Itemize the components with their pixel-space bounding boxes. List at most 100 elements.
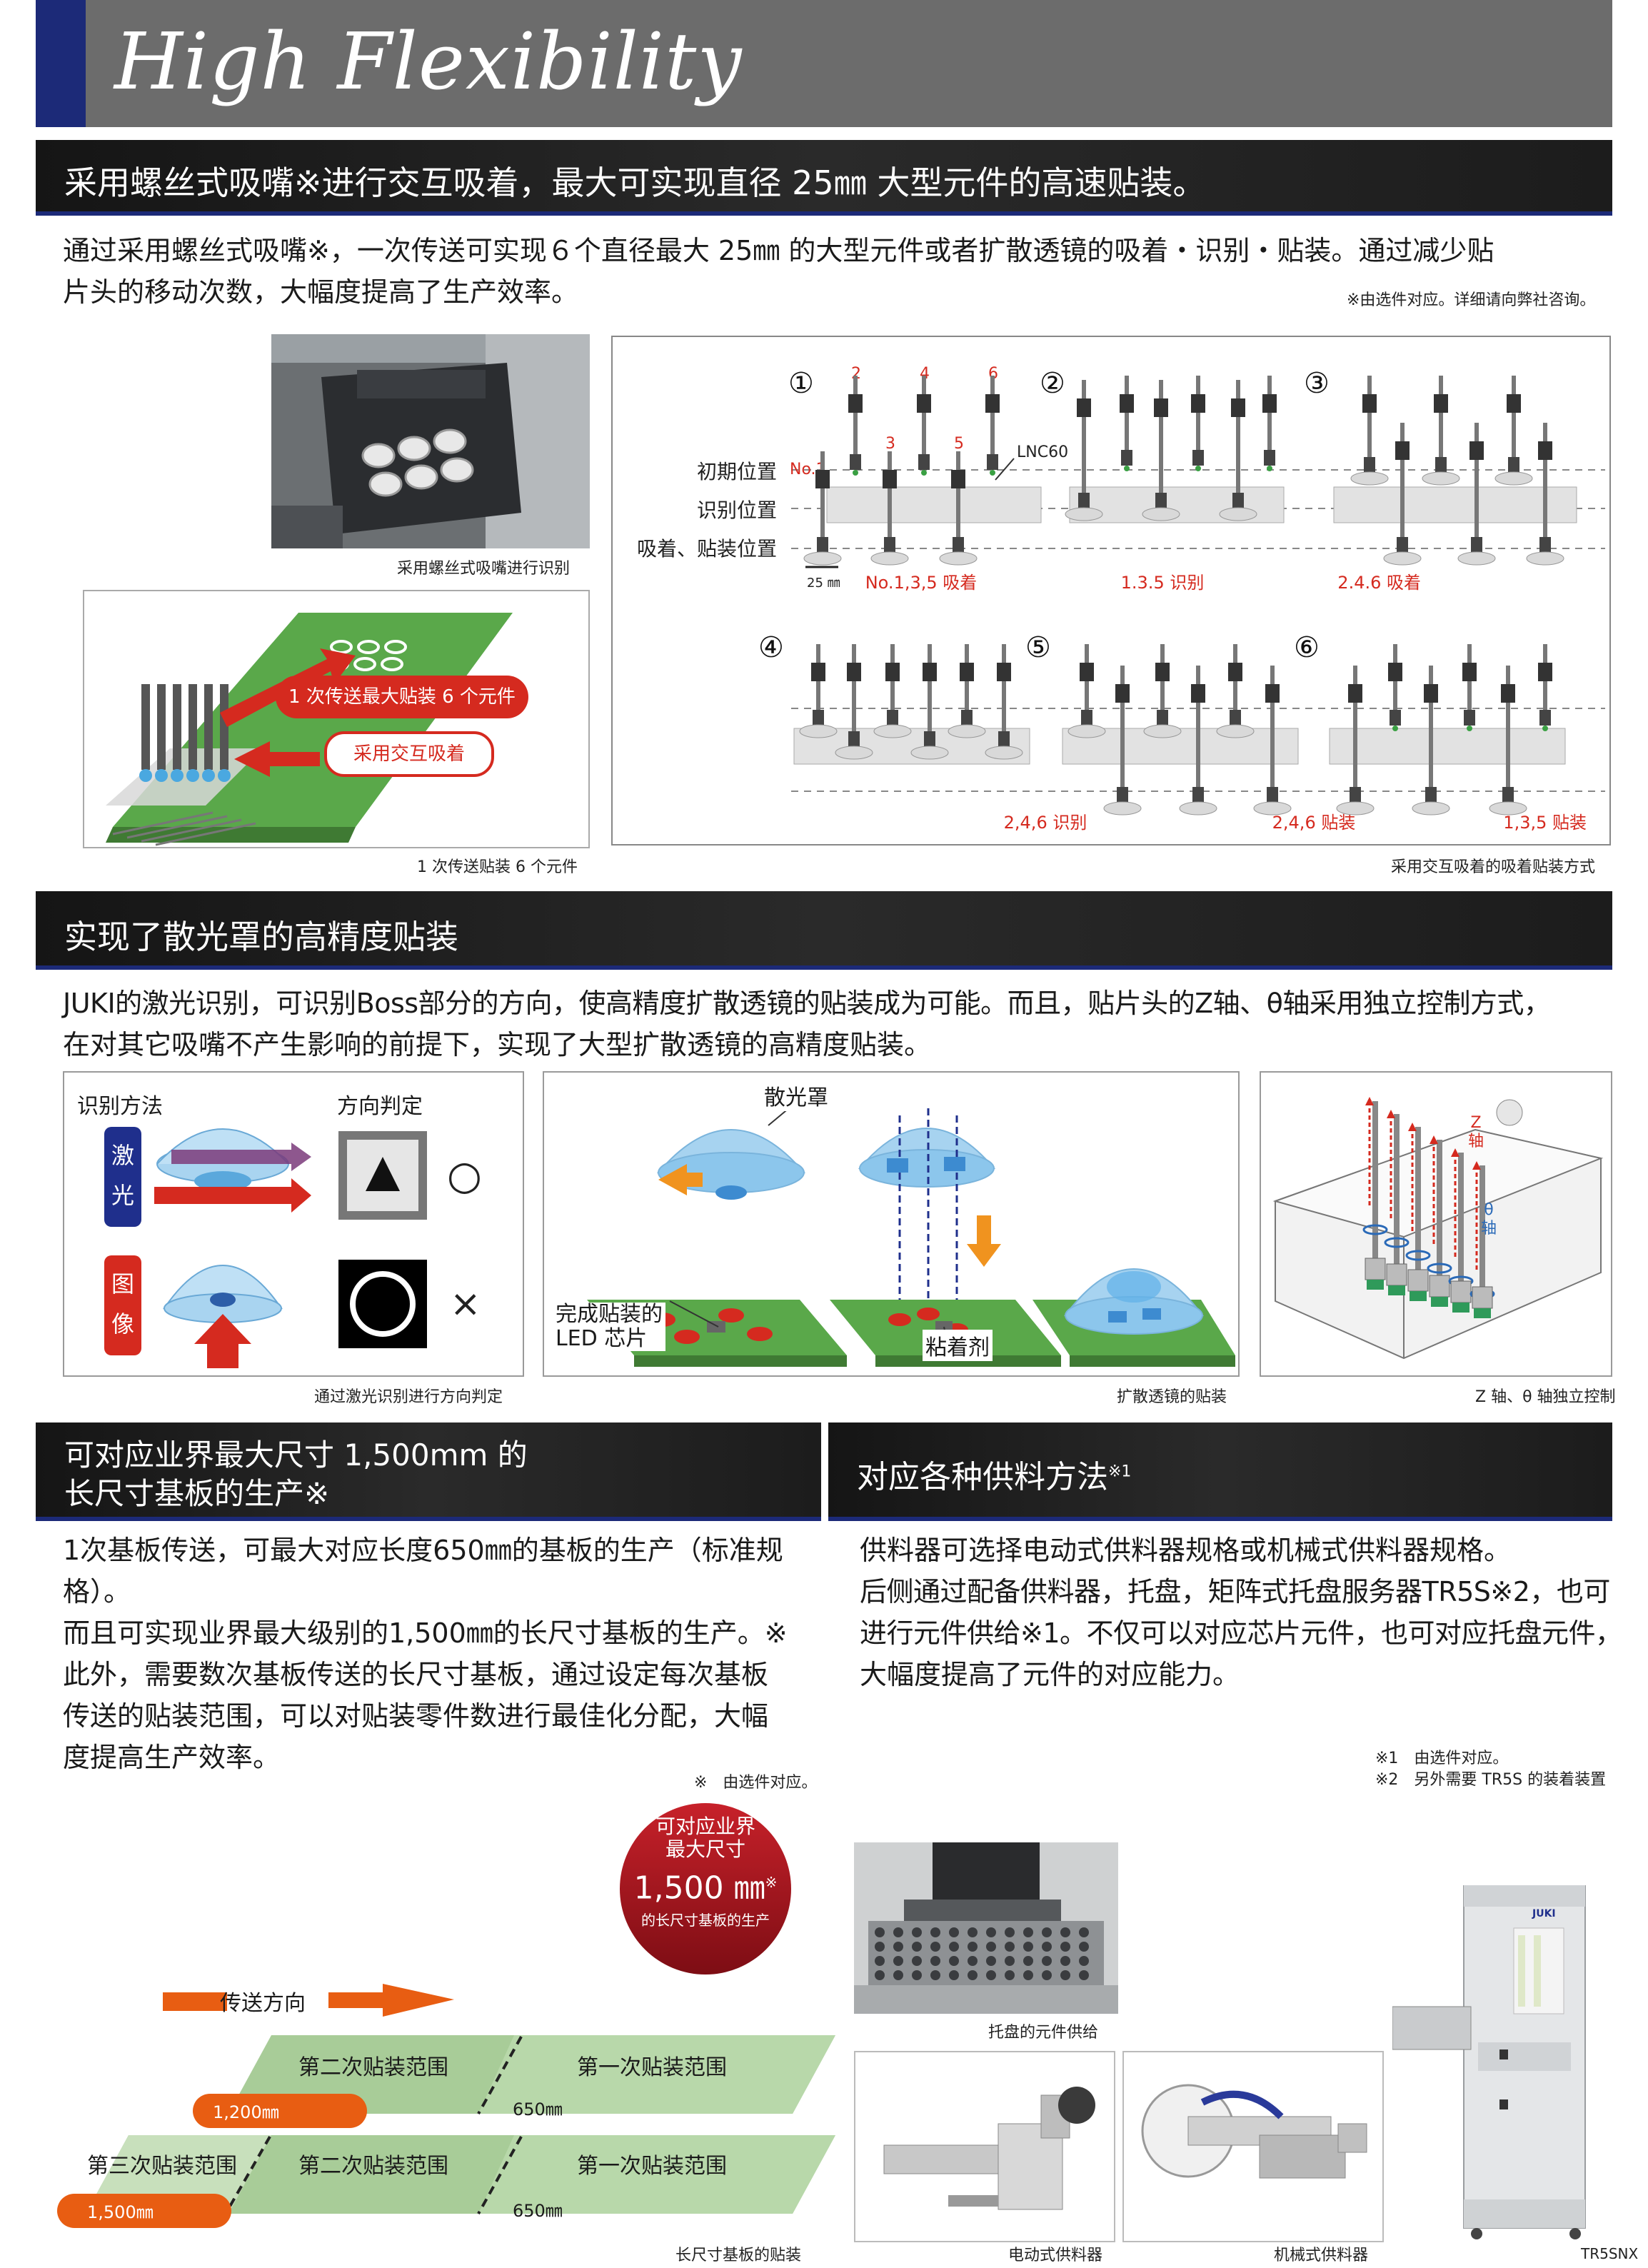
tr5snx-photo: JUKI (1392, 1885, 1607, 2242)
step5-nozzle-3-lens (1143, 724, 1182, 738)
six-components-caption: 1 次传送贴装 6 个元件 (417, 858, 578, 876)
tray-component-2-5 (968, 1956, 978, 1966)
step-label-1: No.1,3,5 吸着 (865, 573, 978, 593)
section2-body-line2: 在对其它吸嘴不产生影响的前提下，实现了大型扩散透镜的高精度贴装。 (63, 1029, 932, 1060)
step5-nozzle-6-body (1265, 684, 1280, 703)
bubble-max-six-text: 1 次传送最大贴装 6 个元件 (288, 686, 516, 708)
step1-nozzle-2-tip (850, 454, 861, 470)
step4-nozzle-3-shaft (890, 644, 895, 721)
step6-nozzle-5-shaft (1506, 666, 1510, 798)
tray-component-3-1 (893, 1970, 903, 1980)
step2-nozzle-3-body (1154, 398, 1168, 417)
zt-led-3 (1410, 1291, 1427, 1301)
zt-nozzle-body-1 (1365, 1258, 1386, 1280)
step4-nozzle-5-shaft (965, 644, 969, 721)
step2-nozzle-6-shaft (1267, 376, 1272, 461)
step5-nozzle-5-tip (1230, 710, 1241, 726)
step5-nozzle-2-tip (1117, 787, 1128, 803)
step6-nozzle-6-shaft (1543, 644, 1547, 721)
step3-nozzle-4-tip (1471, 537, 1482, 553)
section4-heading: 对应各种供料方法 (857, 1459, 1108, 1495)
step-label-3: 2.4.6 吸着 (1337, 573, 1421, 593)
step6-nozzle-5-tip (1502, 787, 1514, 803)
step1-nozzle-6-tip (987, 454, 998, 470)
len-1500-label: 1,500㎜ (87, 2202, 154, 2222)
zt-led-2 (1388, 1285, 1405, 1295)
lnc60-label: LNC60 (1017, 443, 1068, 461)
section3-body: 1次基板传送，可最大对应长度650㎜的基板的生产（标准规 格）。 而且可实现业界… (63, 1530, 834, 1778)
tray-component-2-11 (1079, 1956, 1089, 1966)
step4-nozzle-6-body (997, 663, 1011, 681)
tray-component-1-4 (949, 1942, 959, 1952)
section3-heading-line1: 可对应业界最大尺寸 1,500mm 的 (64, 1437, 528, 1472)
section4-p-line1: 供料器可选择电动式供料器规格或机械式供料器规格。 (860, 1535, 1512, 1566)
section4-p-line2: 后侧通过配备供料器，托盘，矩阵式托盘服务器TR5S※2，也可 (860, 1576, 1610, 1607)
scale-bar-label: 25 ㎜ (807, 576, 840, 591)
image-badge-char-2: 像 (111, 1310, 134, 1338)
step4-nozzle-2-body (847, 663, 861, 681)
step2-nozzle-2-tip (1121, 450, 1132, 466)
step2-nozzle-4-shaft (1196, 376, 1200, 461)
section2-body-line1: JUKI的激光识别，可识别Boss部分的方向，使高精度扩散透镜的贴装成为可能。而… (63, 988, 1551, 1019)
section2-heading: 实现了散光罩的高精度贴装 (64, 918, 458, 956)
section4-note1: ※1 由选件对应。 (1375, 1750, 1509, 1767)
pick-place-position-label: 吸着、贴装位置 (637, 537, 777, 561)
section1-note: ※由选件对应。详细请向弊社咨询。 (1347, 291, 1596, 309)
tray-component-3-9 (1042, 1970, 1052, 1980)
z-axis-char-1: Z (1470, 1114, 1482, 1132)
tr5snx-brand: JUKI (1532, 1908, 1556, 1920)
tray-component-2-9 (1042, 1956, 1052, 1966)
badge-line1: 可对应业界 (655, 1815, 755, 1838)
zt-theta-ring-1 (1362, 1224, 1388, 1235)
tray-component-3-6 (986, 1970, 996, 1980)
tray-component-1-0 (875, 1942, 885, 1952)
step6-nozzle-4-tip (1464, 710, 1475, 726)
zt-nozzle-body-4 (1429, 1275, 1450, 1298)
tray-component-2-3 (930, 1956, 940, 1966)
step5-nozzle-1-shaft (1085, 644, 1089, 721)
len-1200-label: 1,200㎜ (213, 2102, 279, 2122)
theta-axis-label: θ 轴 (1481, 1201, 1497, 1238)
step1-nozzle-3-lens (870, 551, 909, 566)
zt-theta-ring-3 (1405, 1250, 1431, 1261)
tray-component-0-0 (875, 1927, 885, 1937)
section3-heading-line2: 长尺寸基板的生产※ (64, 1476, 330, 1511)
step4-nozzle-6-lens (985, 746, 1023, 760)
step2-nozzle-4-led (1195, 466, 1201, 471)
step5-nozzle-3-body (1155, 663, 1170, 681)
step3-nozzle-4-lens (1457, 551, 1496, 566)
badge-text: 可对应业界 最大尺寸 1,500 ㎜※ 的长尺寸基板的生产 (620, 1815, 791, 1930)
step2-nozzle-5-body (1231, 398, 1245, 417)
step6-nozzle-1-lens (1336, 801, 1375, 816)
step5-nozzle-2-shaft (1120, 666, 1125, 798)
step1-nozzle-2-shaft (853, 376, 858, 466)
step5-nozzle-4-lens (1179, 801, 1217, 816)
zt-led-5 (1452, 1303, 1469, 1313)
step2-nozzle-2-shaft (1125, 376, 1129, 461)
step6-nozzle-4-body (1462, 663, 1477, 681)
step2-nozzle-2-led (1124, 466, 1130, 471)
step6-nozzle-4-led (1467, 726, 1472, 731)
step2-nozzle-6-body (1262, 394, 1277, 413)
step4-nozzle-5-tip (961, 710, 973, 726)
tray-component-2-4 (949, 1956, 959, 1966)
step6-nozzle-3-lens (1412, 801, 1450, 816)
tray-component-0-4 (949, 1927, 959, 1937)
tray-component-0-7 (1005, 1927, 1015, 1937)
step2-nozzle-6-led (1267, 466, 1272, 471)
tr5snx-caption: TR5SNX (1581, 2245, 1639, 2262)
tray-component-0-5 (968, 1927, 978, 1937)
section1-heading-bar: 采用螺丝式吸嘴※进行交互吸着，最大可实现直径 25㎜ 大型元件的高速贴装。 (36, 140, 1612, 211)
step5-nozzle-4-body (1191, 684, 1205, 703)
lens-mounting-caption: 扩散透镜的贴装 (1117, 1388, 1227, 1406)
lens-mounting-panel: 散光罩 完成贴装的 LED 芯片 粘着剂 (543, 1071, 1240, 1377)
step1-nozzle-1-body (815, 470, 830, 488)
upper-650-label: 650㎜ (513, 2099, 563, 2119)
badge-line3: 的长尺寸基板的生产 (641, 1911, 770, 1929)
step5-nozzle-5-shaft (1233, 644, 1237, 721)
step4-nozzle-4-body (923, 663, 937, 681)
zt-led-1 (1367, 1280, 1384, 1290)
nozzle-number-3: 3 (885, 435, 895, 453)
theta-axis-char-2: 轴 (1481, 1220, 1497, 1238)
step2-nozzle-6-tip (1264, 450, 1275, 466)
